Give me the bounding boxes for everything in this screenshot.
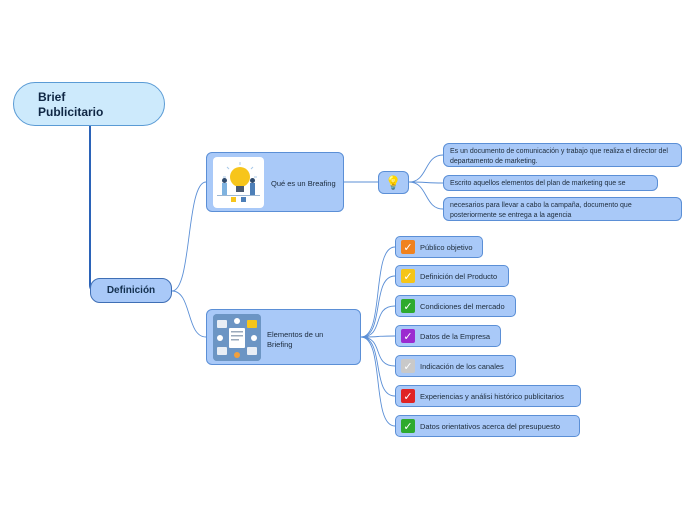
node-elementos-label: Elementos de un Briefing <box>267 330 324 349</box>
checkmark-icon: ✓ <box>401 359 415 373</box>
node-description-1[interactable]: Es un documento de comunicación y trabaj… <box>443 143 682 167</box>
connector-root-definicion <box>89 126 97 292</box>
root-node-brief-publicitario[interactable]: Brief Publicitario <box>13 82 165 126</box>
node-elementos-briefing[interactable]: Elementos de un Briefing <box>206 309 361 365</box>
checkmark-icon: ✓ <box>401 269 415 283</box>
lightbulb-icon: 💡 <box>385 175 402 190</box>
connector-bulb-desc-2 <box>408 181 444 184</box>
item-condiciones-mercado[interactable]: ✓ Condiciones del mercado <box>395 295 516 317</box>
item-label: Público objetivo <box>420 242 473 252</box>
item-label: Datos orientativos acerca del presupuest… <box>420 421 561 431</box>
connector-elementos-item-4 <box>360 335 396 338</box>
item-experiencias-historico[interactable]: ✓ Experiencias y análisi histórico publi… <box>395 385 581 407</box>
node-definicion-label: Definición <box>106 285 156 296</box>
checkmark-icon: ✓ <box>401 329 415 343</box>
root-title-line-1: Brief <box>38 90 66 104</box>
node-idea-bulb[interactable]: 💡 <box>378 171 409 194</box>
item-label: Indicación de los canales <box>420 361 504 371</box>
connector-elementos-item-6 <box>360 336 396 397</box>
connector-bulb-desc-3 <box>408 181 444 210</box>
connector-elementos-item-7 <box>360 336 396 427</box>
description-3-text: necesarios para llevar a cabo la campaña… <box>450 202 632 219</box>
node-que-es-briefing[interactable]: Qué es un Breafing <box>206 152 344 212</box>
connector-bulb-desc-1 <box>408 154 444 183</box>
root-title-line-2: Publicitario <box>38 105 104 119</box>
item-definicion-producto[interactable]: ✓ Definición del Producto <box>395 265 509 287</box>
item-label: Experiencias y análisi histórico publici… <box>420 391 564 401</box>
briefing-elements-illustration <box>213 314 261 361</box>
connector-elementos-item-1 <box>360 246 396 338</box>
item-datos-empresa[interactable]: ✓ Datos de la Empresa <box>395 325 501 347</box>
connector-elementos-item-5 <box>360 336 396 367</box>
checkmark-icon: ✓ <box>401 299 415 313</box>
node-description-3[interactable]: necesarios para llevar a cabo la campaña… <box>443 197 682 221</box>
connector-elementos-item-2 <box>360 275 396 338</box>
connector-elementos-item-3 <box>360 305 396 338</box>
description-2-text: Escrito aquellos elementos del plan de m… <box>450 180 626 187</box>
idea-brief-illustration <box>213 157 264 208</box>
node-que-es-label: Qué es un Breafing <box>271 179 336 188</box>
item-label: Datos de la Empresa <box>420 331 491 341</box>
description-1-text: Es un documento de comunicación y trabaj… <box>450 148 668 165</box>
item-datos-presupuesto[interactable]: ✓ Datos orientativos acerca del presupue… <box>395 415 580 437</box>
node-definicion[interactable]: Definición <box>90 278 172 303</box>
item-label: Condiciones del mercado <box>420 301 505 311</box>
item-publico-objetivo[interactable]: ✓ Público objetivo <box>395 236 483 258</box>
item-indicacion-canales[interactable]: ✓ Indicación de los canales <box>395 355 516 377</box>
node-description-2[interactable]: Escrito aquellos elementos del plan de m… <box>443 175 658 191</box>
connector-definicion-que-es <box>171 181 207 292</box>
checkmark-icon: ✓ <box>401 419 415 433</box>
connector-definicion-elementos <box>171 290 207 338</box>
checkmark-icon: ✓ <box>401 240 415 254</box>
checkmark-icon: ✓ <box>401 389 415 403</box>
item-label: Definición del Producto <box>420 271 498 281</box>
